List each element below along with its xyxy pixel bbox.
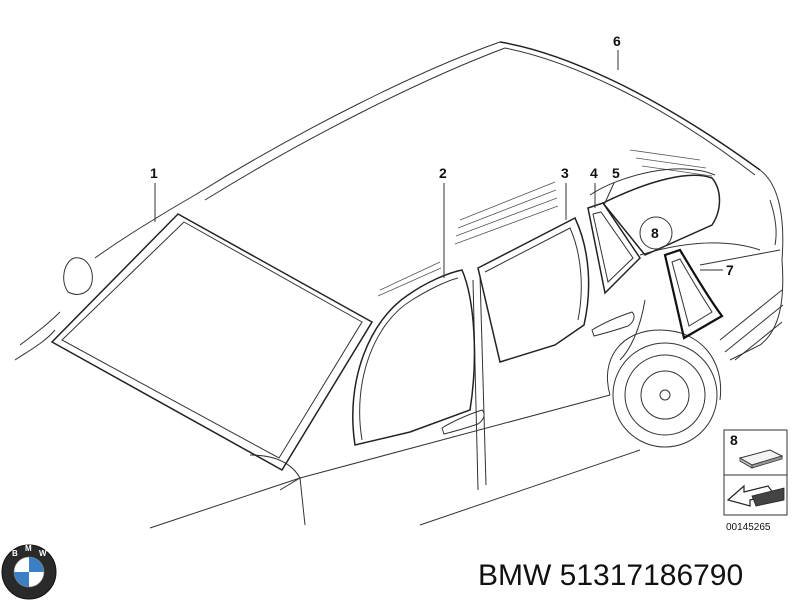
callout-2: 2 — [439, 165, 447, 181]
callout-5: 5 — [612, 165, 620, 181]
legend-number: 8 — [730, 432, 738, 448]
side-window-rear — [601, 174, 721, 256]
callout-8-circle — [639, 216, 673, 250]
logo-letter-w: W — [39, 549, 47, 558]
logo-letter-b: B — [12, 549, 18, 558]
callout-8: 8 — [651, 225, 659, 241]
leader-lines — [154, 50, 723, 278]
car-body-outline — [14, 41, 784, 529]
callout-4: 4 — [590, 165, 598, 181]
windscreen — [50, 213, 374, 472]
callout-3: 3 — [561, 165, 569, 181]
rear-door-window — [477, 216, 635, 363]
arrow-icon — [726, 484, 785, 507]
callout-1: 1 — [150, 165, 158, 181]
bmw-logo: B M W — [1, 544, 57, 600]
legend-frame — [723, 429, 788, 516]
front-door-window — [352, 269, 485, 446]
callout-6: 6 — [613, 33, 621, 49]
leader-line-5 — [603, 182, 615, 206]
callout-numbers: 1 2 3 4 5 6 7 8 — [150, 33, 734, 278]
rear-fixed-glass — [587, 202, 641, 295]
legend-box: 8 00145265 — [723, 429, 788, 533]
triangle-seal-frame — [663, 248, 724, 340]
part-number-label: BMW 51317186790 — [478, 559, 743, 592]
reference-code: 00145265 — [726, 522, 771, 533]
adhesive-pad-icon — [738, 449, 784, 469]
logo-letter-m: M — [25, 544, 32, 553]
callout-7: 7 — [726, 262, 734, 278]
